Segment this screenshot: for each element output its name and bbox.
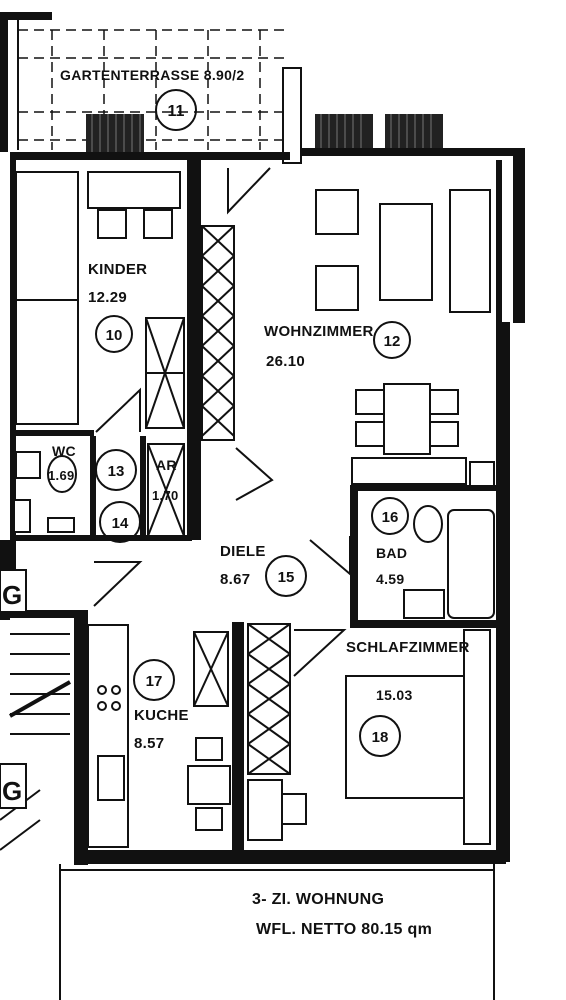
- schlafzimmer-area: 15.03: [376, 687, 413, 703]
- walls: [0, 148, 525, 1000]
- wohnzimmer-name: WOHNZIMMER: [264, 323, 374, 340]
- footer-line-2: WFL. NETTO 80.15 qm: [256, 921, 432, 938]
- diele-number: 15: [278, 569, 295, 586]
- ar-area: 1.70: [152, 488, 179, 503]
- footer-line-1: 3- ZI. WOHNUNG: [252, 891, 384, 908]
- doors: [0, 167, 351, 851]
- furniture: [13, 171, 495, 848]
- ar-number: 14: [112, 515, 129, 532]
- side-mark-upper: G: [2, 580, 23, 610]
- radiators: [86, 114, 443, 152]
- room-labels: KINDER 12.29 10 WOHNZIMMER 26.10 12 WC 1…: [48, 261, 470, 757]
- wc-number: 13: [108, 463, 125, 480]
- kuche-area: 8.57: [134, 735, 164, 752]
- wohnzimmer-area: 26.10: [266, 353, 305, 370]
- diele-name: DIELE: [220, 543, 266, 560]
- schlafzimmer-name: SCHLAFZIMMER: [346, 639, 470, 656]
- kinder-area: 12.29: [88, 289, 127, 306]
- ar-name: AR: [156, 457, 177, 473]
- footer: 3- ZI. WOHNUNG WFL. NETTO 80.15 qm: [252, 891, 432, 938]
- terrace-label: GARTENTERRASSE 8.90/2: [60, 67, 244, 83]
- bad-name: BAD: [376, 545, 407, 561]
- schlafzimmer-number: 18: [372, 729, 389, 746]
- wc-name: WC: [52, 443, 76, 459]
- terrace-number: 11: [168, 103, 185, 120]
- wc-area: 1.69: [48, 468, 75, 483]
- terrace-area: GARTENTERRASSE 8.90/2 11: [0, 12, 302, 164]
- bad-area: 4.59: [376, 571, 404, 587]
- kinder-number: 10: [106, 327, 123, 344]
- kuche-number: 17: [146, 673, 163, 690]
- diele-area: 8.67: [220, 571, 250, 588]
- wohnzimmer-number: 12: [384, 333, 401, 350]
- side-marks: G G: [0, 569, 27, 809]
- kuche-name: KUCHE: [134, 707, 189, 724]
- kinder-name: KINDER: [88, 261, 147, 278]
- side-mark-lower: G: [2, 776, 23, 806]
- bad-number: 16: [382, 509, 399, 526]
